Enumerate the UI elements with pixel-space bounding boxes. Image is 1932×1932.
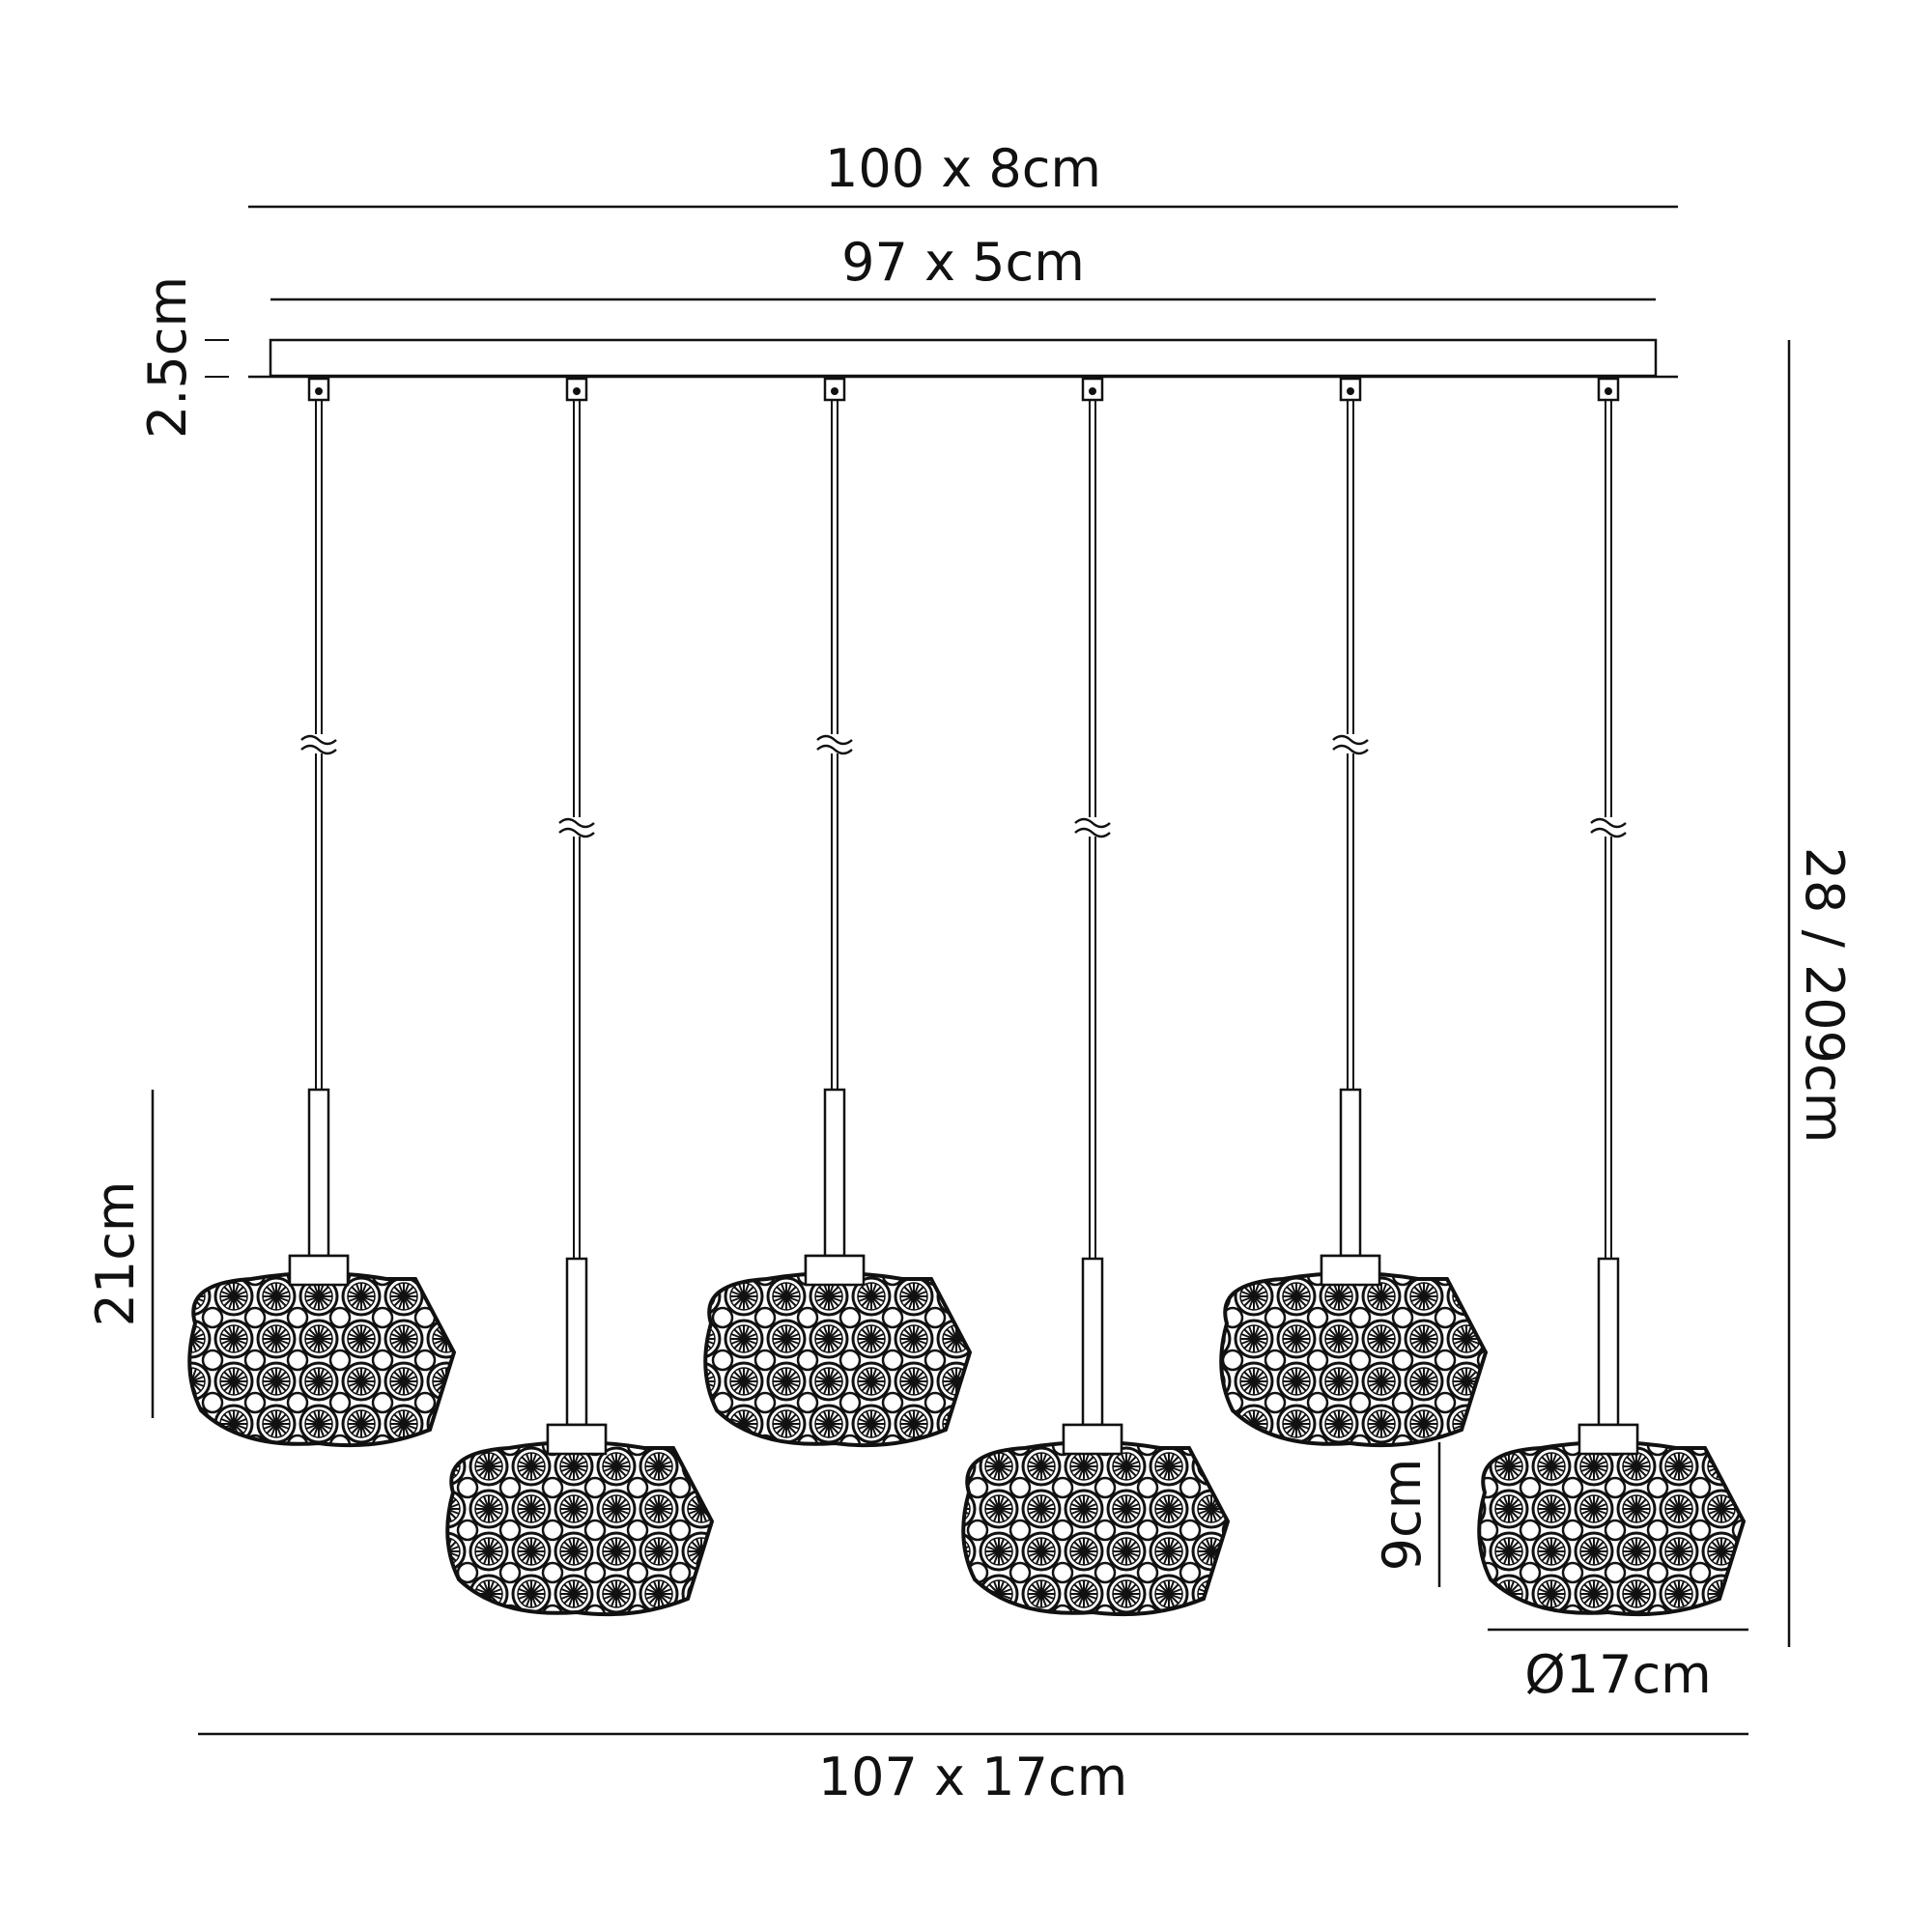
- pendant-lights: [187, 377, 1747, 1617]
- overall-footprint-dimension: 107 x 17cm: [198, 1732, 1748, 1807]
- shade-height-dimension: 9cm: [1372, 1442, 1441, 1587]
- stem-tube: [307, 1088, 330, 1258]
- canopy-height-dimension: 2.5cm: [137, 276, 229, 439]
- grip-screw: [1605, 387, 1612, 395]
- canopy-outer-label: 100 x 8cm: [825, 138, 1101, 199]
- pendant-light: [703, 377, 973, 1448]
- grip-screw: [1347, 387, 1354, 395]
- pendant-height-label: 21cm: [85, 1180, 146, 1326]
- overall-drop-label: 28 / 209cm: [1794, 847, 1855, 1144]
- cable-break-symbol: [1074, 817, 1111, 838]
- pendant-light: [187, 377, 457, 1448]
- grip-screw: [1089, 387, 1096, 395]
- stem-tube: [1597, 1257, 1620, 1427]
- grip-screw: [573, 387, 581, 395]
- cable-break-symbol: [300, 734, 337, 755]
- stem-tube: [1081, 1257, 1104, 1427]
- crystal-flower-shade: [703, 1271, 973, 1448]
- cable-break-symbol: [558, 817, 595, 838]
- pendant-light: [961, 377, 1231, 1617]
- crystal-flower-shade: [187, 1271, 457, 1448]
- crystal-flower-shade: [961, 1440, 1231, 1617]
- shade-gallery-front: [288, 1254, 350, 1287]
- shade-diameter-label: Ø17cm: [1524, 1644, 1712, 1705]
- shade-gallery-front: [546, 1423, 608, 1456]
- stem-tube: [1339, 1088, 1362, 1258]
- canopy-outer-dimension: 100 x 8cm: [248, 138, 1678, 209]
- cable-break-symbol: [1590, 817, 1627, 838]
- crystal-flower-shade: [1219, 1271, 1489, 1448]
- ceiling-canopy: [248, 338, 1678, 379]
- crystal-flower-shade: [445, 1440, 715, 1617]
- canopy-height-label: 2.5cm: [137, 276, 198, 439]
- canopy-inner-label: 97 x 5cm: [841, 232, 1085, 293]
- shade-diameter-dimension: Ø17cm: [1488, 1628, 1748, 1705]
- shade-gallery-front: [1062, 1423, 1123, 1456]
- pendant-height-dimension: 21cm: [85, 1090, 155, 1418]
- pendant-light: [1477, 377, 1747, 1617]
- pendant-light: [1219, 377, 1489, 1448]
- pendant-light: [445, 377, 715, 1617]
- overall-footprint-label: 107 x 17cm: [818, 1747, 1127, 1807]
- shade-gallery-front: [1320, 1254, 1381, 1287]
- shade-gallery-front: [1577, 1423, 1639, 1456]
- grip-screw: [315, 387, 323, 395]
- stem-tube: [565, 1257, 588, 1427]
- stem-tube: [823, 1088, 846, 1258]
- grip-screw: [831, 387, 838, 395]
- overall-drop-dimension: 28 / 209cm: [1787, 340, 1855, 1647]
- cable-break-symbol: [816, 734, 853, 755]
- shade-gallery-front: [804, 1254, 866, 1287]
- crystal-flower-shade: [1477, 1440, 1747, 1617]
- cable-break-symbol: [1332, 734, 1369, 755]
- canopy-inner-dimension: 97 x 5cm: [270, 232, 1656, 301]
- shade-height-label: 9cm: [1372, 1459, 1433, 1572]
